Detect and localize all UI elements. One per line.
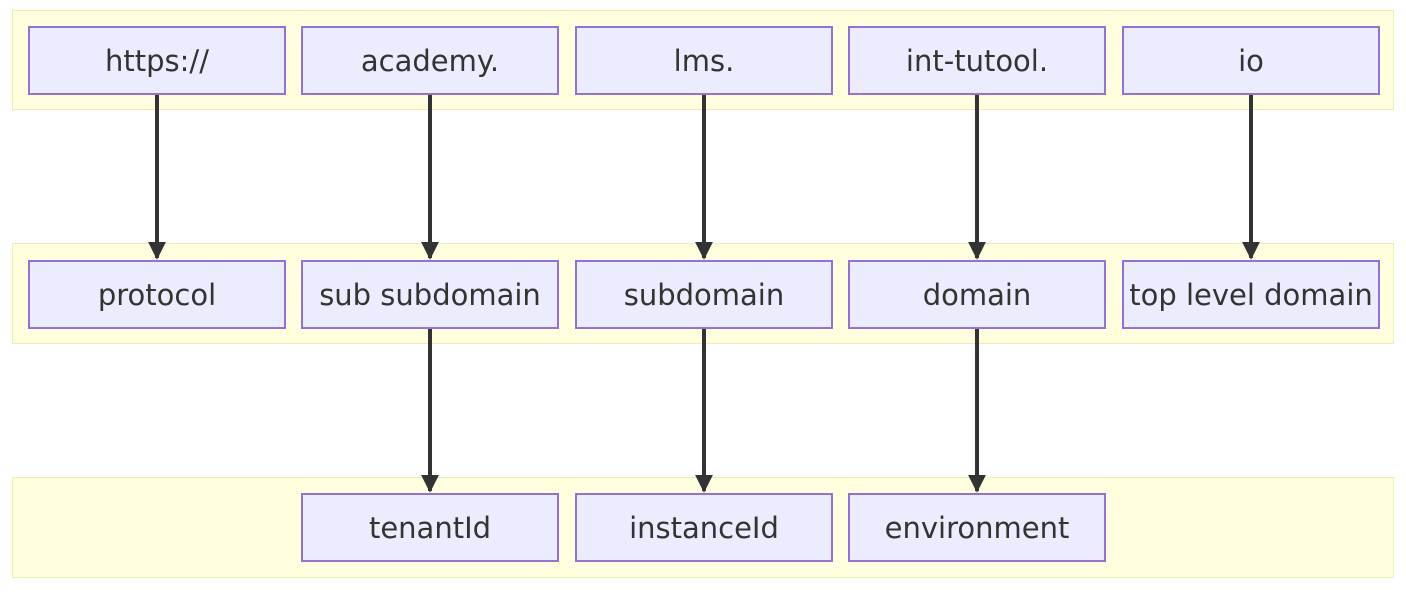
node-int-tutool: int-tutool. [848, 26, 1106, 95]
node-sub-subdomain: sub subdomain [301, 260, 559, 329]
node-academy: academy. [301, 26, 559, 95]
node-int-tutool-label: int-tutool. [905, 43, 1049, 78]
node-protocol-label: protocol [97, 277, 217, 312]
node-top-level-domain: top level domain [1122, 260, 1380, 329]
node-protocol: protocol [28, 260, 286, 329]
node-subdomain-label: subdomain [623, 277, 785, 312]
node-top-level-domain-label: top level domain [1129, 277, 1373, 312]
node-lms-label: lms. [673, 43, 735, 78]
node-tenant-id-label: tenantId [368, 510, 492, 545]
node-io: io [1122, 26, 1380, 95]
node-https-label: https:// [105, 43, 209, 78]
node-domain-label: domain [922, 277, 1032, 312]
node-instance-id-label: instanceId [629, 510, 779, 545]
node-lms: lms. [575, 26, 833, 95]
node-instance-id: instanceId [575, 493, 833, 562]
node-environment-label: environment [884, 510, 1070, 545]
node-https: https:// [28, 26, 286, 95]
node-io-label: io [1238, 43, 1264, 78]
node-domain: domain [848, 260, 1106, 329]
node-subdomain: subdomain [575, 260, 833, 329]
node-sub-subdomain-label: sub subdomain [319, 277, 541, 312]
node-environment: environment [848, 493, 1106, 562]
node-tenant-id: tenantId [301, 493, 559, 562]
node-academy-label: academy. [360, 43, 500, 78]
